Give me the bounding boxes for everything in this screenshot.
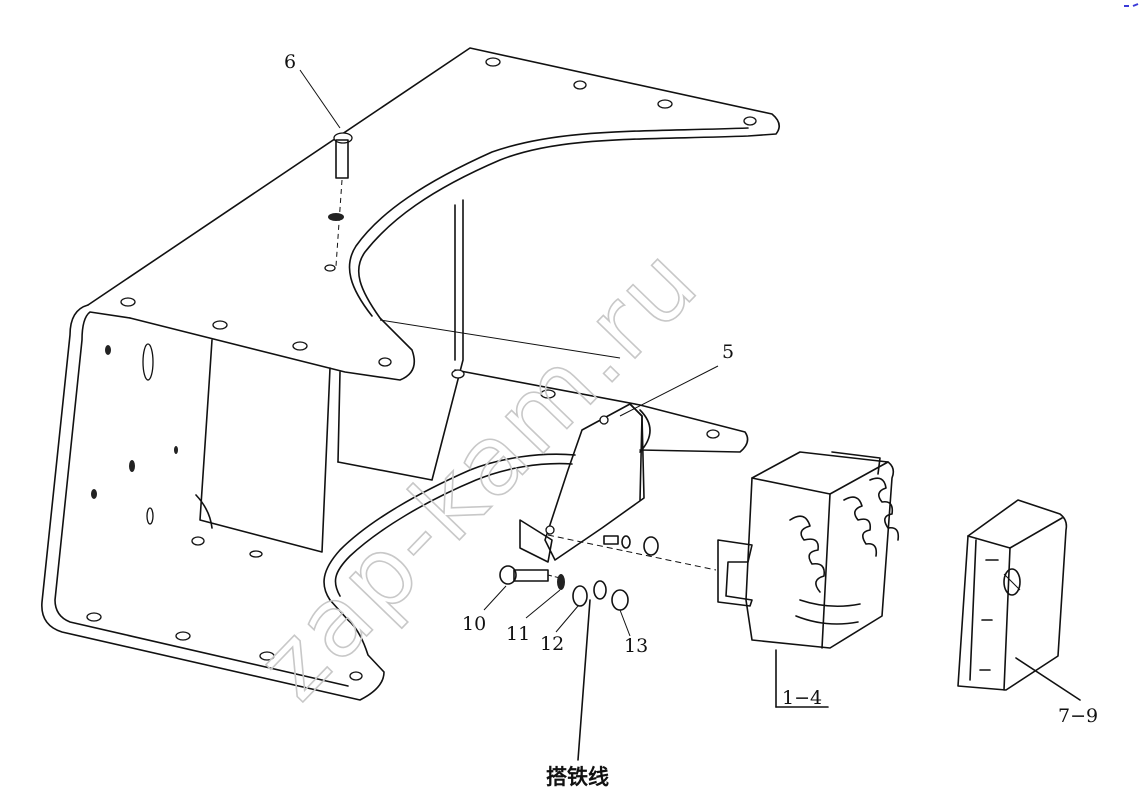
callout-6: 6 bbox=[284, 51, 296, 73]
callout-5: 5 bbox=[722, 341, 734, 363]
relay-box-part-1-4 bbox=[717, 451, 900, 708]
callout-1-4: 1−4 bbox=[782, 687, 822, 709]
callout-7-9: 7−9 bbox=[1058, 705, 1098, 727]
callout-10: 10 bbox=[462, 613, 486, 635]
corner-mark bbox=[1124, 3, 1139, 7]
bolt-part-6 bbox=[328, 132, 353, 267]
ground-wire-label: 搭铁线 bbox=[546, 765, 609, 789]
mounting-bracket bbox=[41, 47, 780, 701]
callout-13: 13 bbox=[624, 635, 648, 657]
callout-12: 12 bbox=[540, 633, 564, 655]
cover-part-7-9 bbox=[957, 499, 1081, 701]
fasteners-10-13 bbox=[499, 565, 629, 761]
leader-lines bbox=[299, 69, 719, 637]
callout-11: 11 bbox=[506, 623, 530, 645]
relay-bracket-part-5 bbox=[519, 403, 717, 571]
